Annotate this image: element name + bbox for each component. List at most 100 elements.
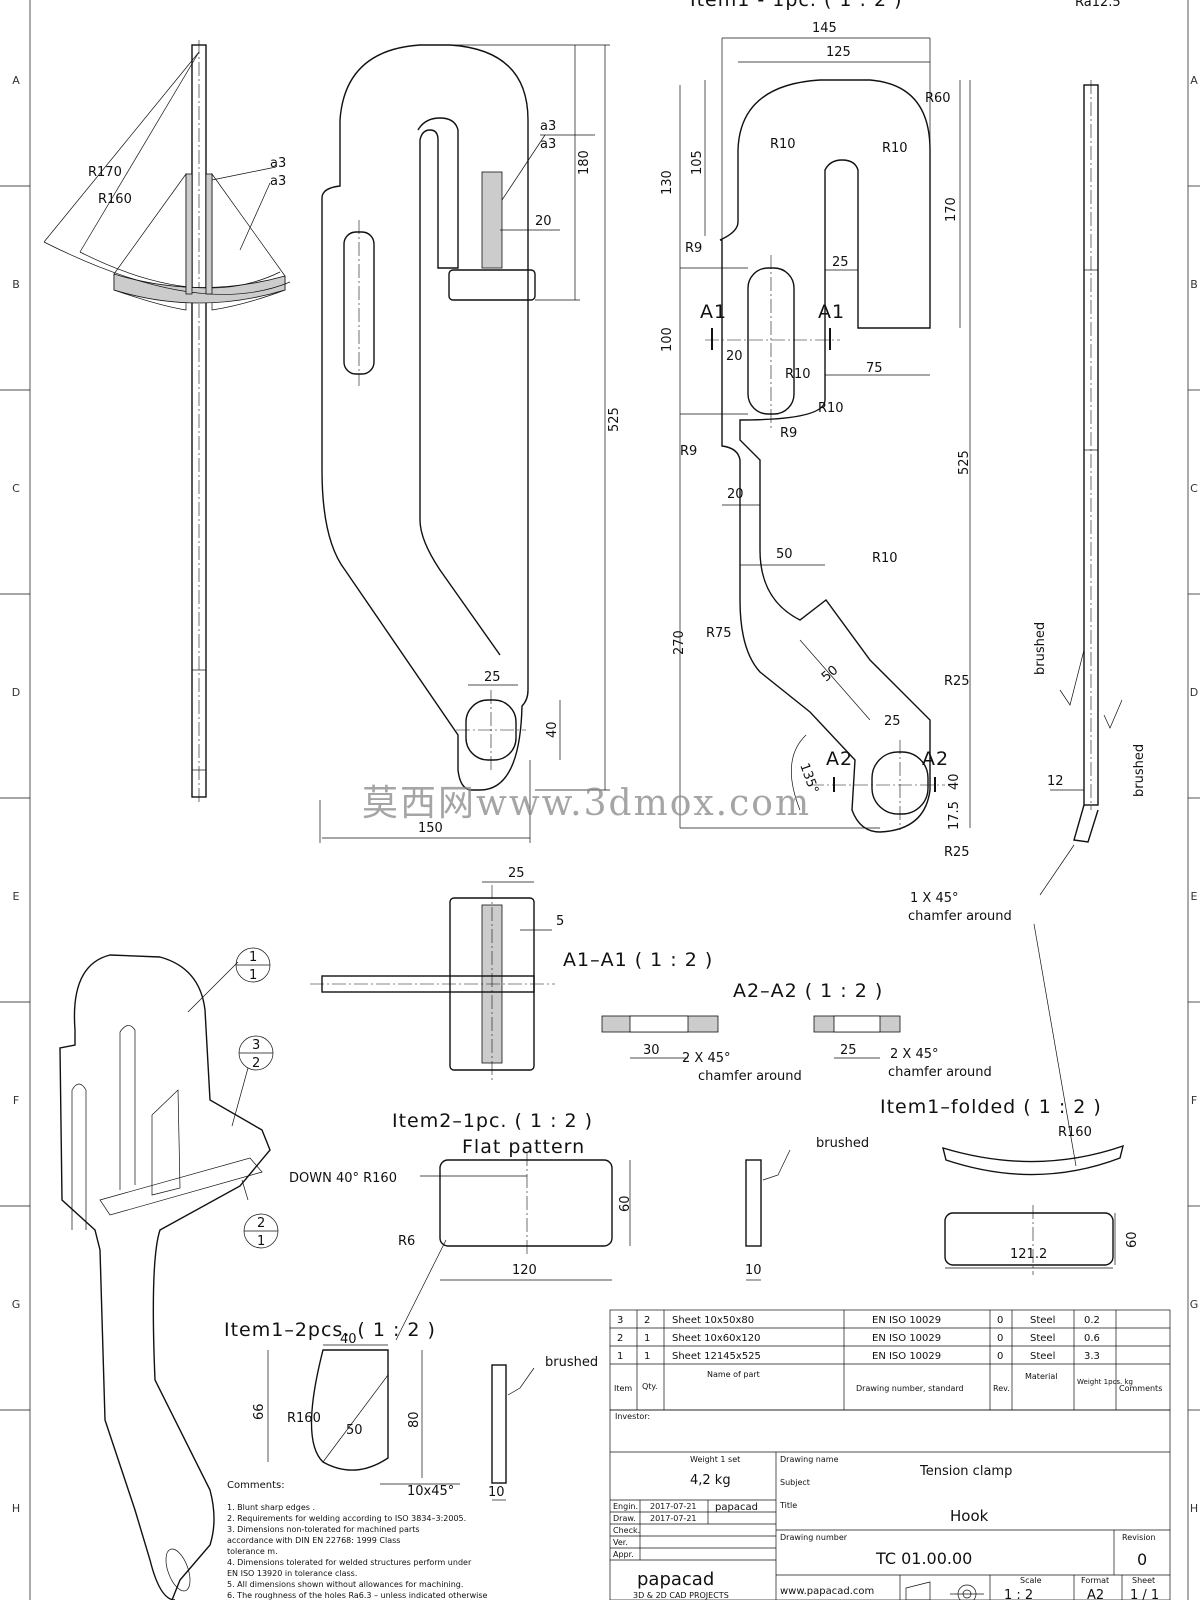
section-a1-title: A1–A1 ( 1 : 2 )	[563, 949, 713, 971]
dim-20-slot: 20	[726, 349, 743, 364]
bom-header-rev: Rev.	[993, 1384, 1010, 1393]
bom-cell-material: Steel	[1030, 1333, 1055, 1344]
label-chamfer-1x45: 1 X 45°	[910, 891, 958, 906]
item2-brushed: brushed	[816, 1136, 869, 1151]
dim-40-hole: 40	[545, 721, 560, 738]
dim-r25-a: R25	[944, 674, 970, 689]
bom-header-name: Name of part	[707, 1370, 760, 1379]
bom-cell-weight: 3.3	[1084, 1351, 1100, 1362]
dim-50-diag: 50	[819, 663, 841, 685]
balloon-2-top: 3	[252, 1038, 260, 1053]
item2-down-note: DOWN 40° R160	[289, 1171, 397, 1186]
dim-150: 150	[418, 821, 443, 836]
dim-r160-folded: R160	[1058, 1125, 1092, 1140]
tb-weight-label: Weight 1 set	[690, 1455, 740, 1464]
zone-letter: E	[1191, 890, 1198, 903]
label-a3-top: a3	[270, 156, 286, 171]
title-block	[609, 1409, 1171, 1600]
bom-cell-material: Steel	[1030, 1351, 1055, 1362]
tb-draw-label: Draw.	[613, 1514, 636, 1523]
bom-cell-standard: EN ISO 10029	[872, 1351, 941, 1362]
chamfer-a1-around: chamfer around	[698, 1069, 802, 1084]
tb-revision-label: Revision	[1122, 1533, 1155, 1542]
tb-ver-label: Ver.	[613, 1538, 628, 1547]
watermark: 莫西网www.3dmox.com	[362, 783, 811, 824]
zone-letter: H	[1190, 1502, 1198, 1515]
dim-66: 66	[252, 1403, 267, 1420]
dim-25-slot: 25	[832, 255, 849, 270]
bom-cell-item: 1	[617, 1351, 623, 1362]
bom-cell-name: Sheet 10x50x80	[672, 1315, 754, 1326]
main-view-item1	[679, 37, 971, 833]
zone-letter: B	[1190, 278, 1198, 291]
dim-75: 75	[866, 361, 883, 376]
bom-cell-standard: EN ISO 10029	[872, 1333, 941, 1344]
chamfer-a2: 2 X 45°	[890, 1047, 938, 1062]
dim-r75: R75	[706, 626, 732, 641]
balloon-1-1	[235, 947, 271, 983]
bom-cell-material: Steel	[1030, 1315, 1055, 1326]
tb-subject-label: Subject	[780, 1478, 810, 1487]
tb-drawing-number: TC 01.00.00	[875, 1549, 972, 1568]
dim-r25-b: R25	[944, 845, 970, 860]
section-a1-right: A1	[818, 301, 845, 323]
comment-line: EN ISO 13920 in tolerance class.	[227, 1569, 357, 1578]
comment-line: 6. The roughness of the holes Ra6.3 – un…	[227, 1591, 488, 1600]
zone-letter: F	[13, 1094, 19, 1107]
item1-folded-view	[942, 923, 1124, 1275]
dim-50-item3: 50	[346, 1423, 363, 1438]
tb-check-label: Check.	[613, 1526, 640, 1535]
dim-10x45: 10x45°	[407, 1484, 454, 1499]
top-view-center	[310, 881, 555, 1080]
label-chamfer-around: chamfer around	[908, 909, 1012, 924]
section-a2-left: A2	[826, 748, 853, 770]
dim-r10-a: R10	[770, 137, 796, 152]
tb-engin-name: papacad	[715, 1502, 758, 1513]
bom-header-material: Material	[1025, 1372, 1058, 1381]
dim-60-item2: 60	[618, 1195, 633, 1212]
dim-130: 130	[660, 170, 675, 195]
section-a2-title: A2–A2 ( 1 : 2 )	[733, 980, 883, 1002]
bom-header-standard: Drawing number, standard	[856, 1384, 964, 1393]
zone-letter: D	[12, 686, 20, 699]
dim-17-5: 17.5	[947, 801, 962, 830]
label-brushed-a: brushed	[1033, 622, 1048, 675]
bom-header-item: Item	[614, 1384, 632, 1393]
tb-appr-label: Appr.	[613, 1550, 634, 1559]
section-a2	[813, 1015, 901, 1059]
dim-25-a2: 25	[840, 1043, 857, 1058]
chamfer-a2-around: chamfer around	[888, 1065, 992, 1080]
dim-r10-d: R10	[818, 401, 844, 416]
dim-r60: R60	[925, 91, 951, 106]
dim-12: 12	[1047, 774, 1064, 789]
label-brushed-b: brushed	[1132, 744, 1147, 797]
balloon-2-bottom: 2	[252, 1056, 260, 1071]
zone-letter: C	[12, 482, 20, 495]
bom-header-weight: Weight 1pcs. kg	[1077, 1378, 1133, 1386]
tb-scale: 1 : 2	[1004, 1588, 1033, 1600]
item2-thickness: 10	[745, 1263, 762, 1278]
dim-145: 145	[812, 21, 837, 36]
dim-121-2: 121.2	[1010, 1247, 1047, 1262]
zone-letter: G	[12, 1298, 21, 1311]
balloon-2-1	[243, 1213, 279, 1249]
front-view-welded	[319, 44, 610, 843]
zone-letter: A	[1190, 74, 1198, 87]
tb-engin-label: Engin.	[613, 1502, 638, 1511]
side-view-right	[1039, 80, 1123, 896]
tb-draw-date: 2017-07-21	[650, 1514, 697, 1523]
balloon-3-bottom: 1	[257, 1234, 265, 1249]
tb-engin-date: 2017-07-21	[650, 1502, 697, 1511]
tb-drawing-name-label: Drawing name	[780, 1455, 839, 1464]
dim-100: 100	[660, 327, 675, 352]
bom-cell-rev: 0	[997, 1315, 1003, 1326]
tb-weight: 4,2 kg	[690, 1473, 731, 1488]
item2-flat-pattern	[395, 1149, 791, 1341]
dim-180: 180	[577, 150, 592, 175]
dim-25-hole: 25	[484, 670, 501, 685]
bom-cell-weight: 0.2	[1084, 1315, 1100, 1326]
tb-website[interactable]: www.papacad.com	[780, 1586, 874, 1597]
